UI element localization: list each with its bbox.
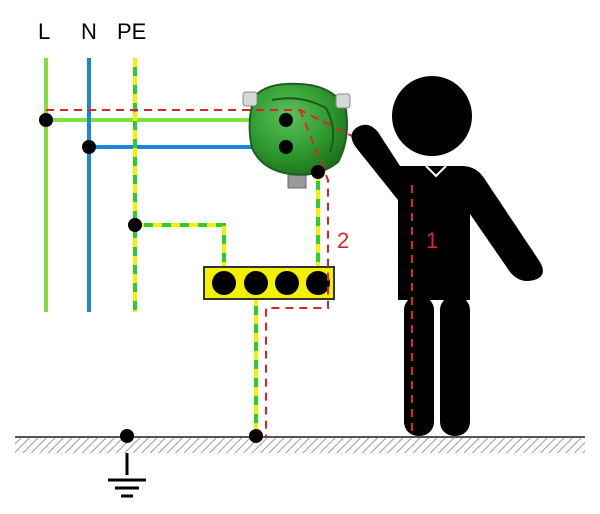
path-label-2: 2	[337, 228, 349, 253]
label-n: N	[81, 19, 97, 44]
pe-terminal-block	[203, 266, 335, 300]
device-housing	[242, 82, 351, 189]
fault-path-2	[265, 109, 329, 437]
fault-path-1	[46, 109, 413, 437]
person-silhouette	[351, 76, 543, 436]
junction-dots	[39, 113, 325, 443]
l-conductor	[44, 58, 286, 312]
path-label-1: 1	[426, 228, 438, 253]
earth-symbol	[108, 478, 146, 498]
ground	[15, 436, 585, 453]
label-l: L	[38, 19, 50, 44]
pe-conductor	[125, 58, 320, 475]
label-pe: PE	[117, 19, 146, 44]
